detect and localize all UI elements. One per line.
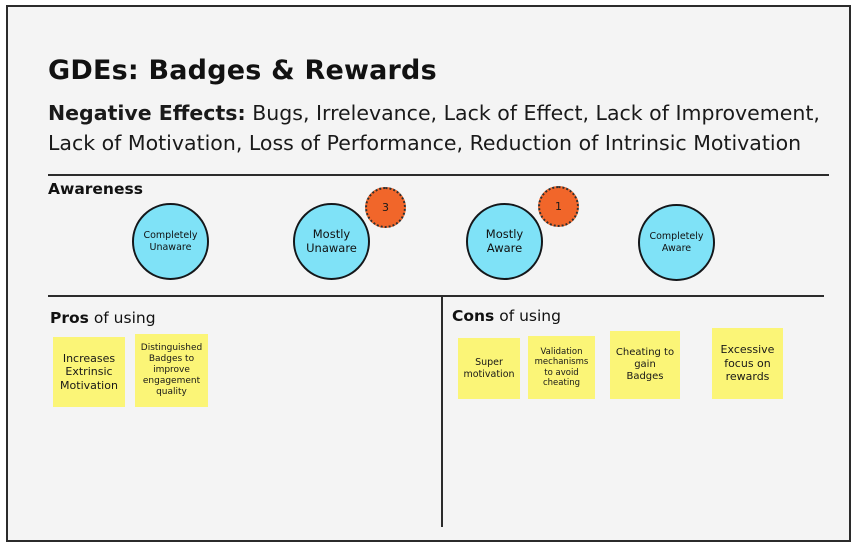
vote-badge-mostly-aware[interactable]: 1 — [538, 186, 579, 227]
cons-note-4[interactable]: Excessive focus on rewards — [712, 328, 783, 399]
note-line: mechanisms — [534, 357, 589, 368]
cons-heading-rest: of using — [494, 307, 561, 325]
divider-vertical — [441, 296, 443, 527]
awareness-circle-label-line2: Unaware — [306, 240, 357, 255]
pros-heading-rest: of using — [88, 309, 156, 327]
awareness-circle-completely-aware[interactable]: Completely Aware — [638, 204, 715, 281]
awareness-circle-label-line2: Unaware — [149, 241, 192, 253]
note-line: Badges — [626, 371, 664, 383]
negative-effects-value: Bugs, Irrelevance, Lack of Effect, Lack … — [48, 101, 820, 155]
note-line: Excessive — [720, 343, 775, 357]
awareness-circle-mostly-unaware[interactable]: Mostly Unaware — [293, 203, 370, 280]
note-line: cheating — [543, 377, 580, 388]
note-line: Motivation — [60, 378, 118, 392]
awareness-circle-label-line1: Mostly — [312, 226, 351, 241]
cons-note-2[interactable]: Validation mechanisms to avoid cheating — [528, 336, 595, 399]
awareness-circle-completely-unaware[interactable]: Completely Unaware — [132, 203, 209, 280]
vote-badge-count: 3 — [382, 201, 389, 214]
vote-badge-mostly-unaware[interactable]: 3 — [365, 187, 406, 228]
awareness-circle-mostly-aware[interactable]: Mostly Aware — [466, 203, 543, 280]
note-line: Distinguished — [140, 343, 203, 354]
note-line: Validation — [540, 346, 583, 357]
note-line: engagement — [142, 375, 201, 386]
note-line: gain — [634, 358, 656, 370]
cons-heading-bold: Cons — [452, 307, 495, 325]
note-line: Super — [475, 356, 503, 368]
cons-note-1[interactable]: Super motivation — [458, 338, 520, 399]
note-line: improve — [153, 365, 190, 376]
awareness-circle-label-line2: Aware — [486, 240, 523, 255]
negative-effects-line: Negative Effects: Bugs, Irrelevance, Lac… — [48, 98, 838, 158]
note-line: Cheating to — [615, 346, 675, 358]
section-heading-cons: Cons of using — [452, 307, 561, 325]
note-line: Increases — [62, 351, 116, 365]
note-line: motivation — [463, 368, 515, 380]
negative-effects-label: Negative Effects: — [48, 101, 246, 125]
pros-heading-bold: Pros — [50, 309, 89, 327]
page-title: GDEs: Badges & Rewards — [48, 55, 437, 86]
note-line: Extrinsic — [65, 365, 113, 379]
awareness-circle-label-line2: Aware — [661, 242, 692, 254]
note-line: Badges to — [148, 354, 195, 365]
pros-note-2[interactable]: Distinguished Badges to improve engageme… — [135, 334, 208, 407]
divider-top — [48, 174, 829, 176]
divider-middle — [48, 295, 824, 297]
note-line: rewards — [725, 370, 770, 384]
awareness-circle-label-line1: Mostly — [485, 226, 524, 241]
note-line: to avoid — [544, 367, 579, 378]
vote-badge-count: 1 — [555, 200, 562, 213]
awareness-circle-label-line1: Completely — [143, 230, 198, 242]
note-line: quality — [156, 386, 187, 397]
section-heading-awareness: Awareness — [48, 180, 143, 198]
pros-note-1[interactable]: Increases Extrinsic Motivation — [53, 337, 125, 407]
section-heading-pros: Pros of using — [50, 309, 156, 327]
cons-note-3[interactable]: Cheating to gain Badges — [610, 331, 680, 399]
note-line: focus on — [724, 356, 771, 370]
awareness-circle-label-line1: Completely — [649, 231, 704, 243]
board-frame: GDEs: Badges & Rewards Negative Effects:… — [6, 5, 851, 542]
